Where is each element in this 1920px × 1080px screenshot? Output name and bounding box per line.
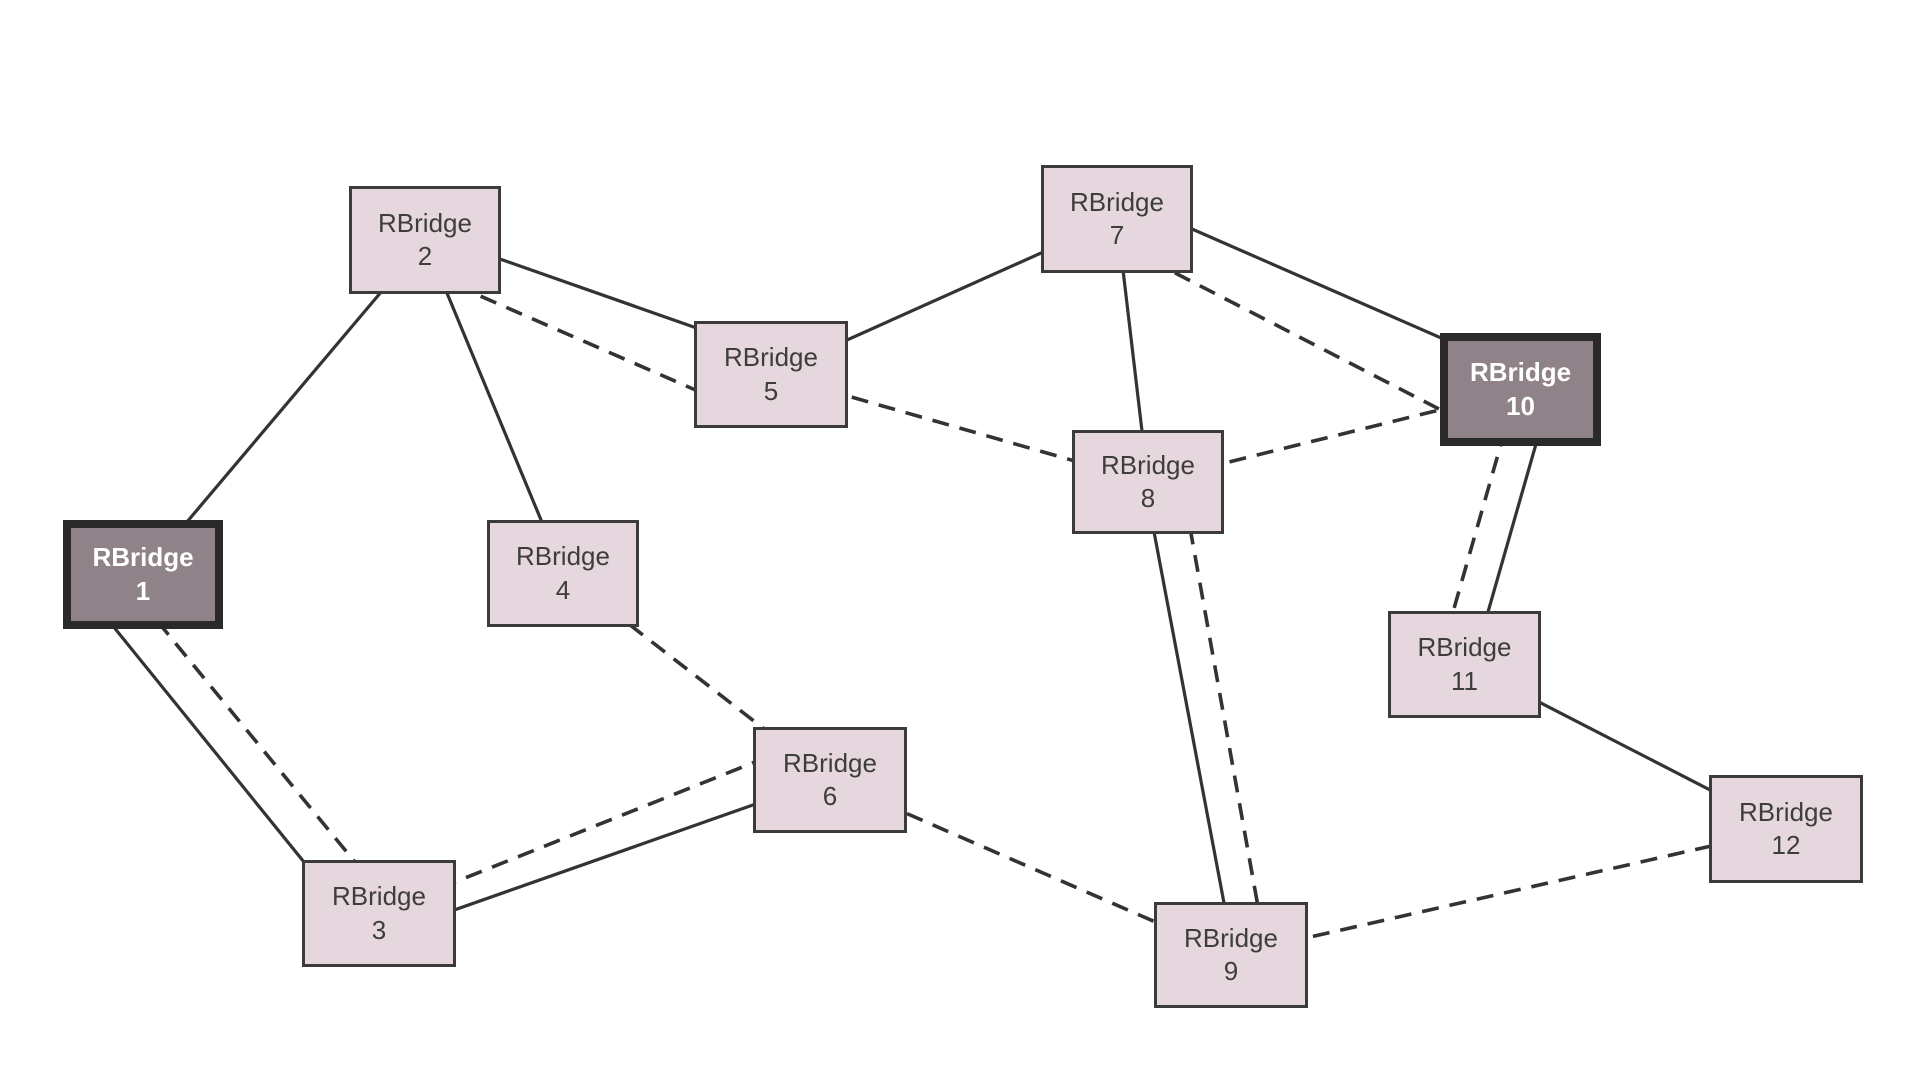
node-label: RBridge xyxy=(1184,922,1278,953)
node-rbridge-12: RBridge 12 xyxy=(1709,775,1863,883)
node-rbridge-5: RBridge 5 xyxy=(694,321,848,428)
link-rbridge-1-rbridge-3-solid xyxy=(98,608,327,890)
node-rbridge-10: RBridge 10 xyxy=(1440,333,1601,446)
link-rbridge-8-rbridge-9-dashed xyxy=(1183,499,1266,941)
node-number: 10 xyxy=(1506,390,1535,421)
link-rbridge-3-rbridge-6-dashed xyxy=(439,746,791,890)
node-number: 3 xyxy=(371,914,387,945)
link-rbridge-2-rbridge-4-solid xyxy=(423,239,565,574)
link-rbridge-1-rbridge-3-dashed xyxy=(138,598,370,880)
node-rbridge-6: RBridge 6 xyxy=(753,727,907,833)
link-rbridge-7-rbridge-10-dashed xyxy=(1149,258,1471,427)
node-number: 1 xyxy=(135,575,151,606)
node-number: 7 xyxy=(1109,220,1125,250)
node-rbridge-8: RBridge 8 xyxy=(1072,430,1224,534)
node-label: RBridge xyxy=(1469,357,1572,388)
link-rbridge-8-rbridge-9-solid xyxy=(1146,499,1233,941)
node-rbridge-7: RBridge 7 xyxy=(1041,165,1193,273)
node-label: RBridge xyxy=(783,747,877,778)
node-label: RBridge xyxy=(1739,796,1833,827)
node-number: 6 xyxy=(822,781,838,811)
node-label: RBridge xyxy=(516,541,610,572)
node-number: 11 xyxy=(1451,665,1478,696)
node-rbridge-2: RBridge 2 xyxy=(349,186,501,294)
node-rbridge-1: RBridge 1 xyxy=(63,520,223,629)
link-rbridge-3-rbridge-6-solid xyxy=(439,790,791,917)
node-label: RBridge xyxy=(1101,449,1195,480)
node-label: RBridge xyxy=(1070,186,1164,217)
node-label: RBridge xyxy=(1417,632,1512,663)
node-rbridge-9: RBridge 9 xyxy=(1154,902,1308,1008)
node-rbridge-11: RBridge 11 xyxy=(1388,611,1541,718)
node-rbridge-3: RBridge 3 xyxy=(302,860,456,967)
link-rbridge-10-rbridge-11-dashed xyxy=(1443,429,1507,641)
link-rbridge-7-rbridge-10-solid xyxy=(1159,213,1481,357)
link-rbridge-9-rbridge-12-dashed xyxy=(1230,827,1787,957)
node-label: RBridge xyxy=(332,881,426,912)
node-number: 8 xyxy=(1140,483,1156,513)
node-label: RBridge xyxy=(92,542,194,573)
node-number: 9 xyxy=(1223,956,1239,986)
node-rbridge-4: RBridge 4 xyxy=(487,520,639,627)
node-number: 4 xyxy=(555,574,571,605)
link-rbridge-2-rbridge-5-dashed xyxy=(454,283,701,394)
node-label: RBridge xyxy=(378,207,472,238)
node-label: RBridge xyxy=(724,342,818,373)
node-number: 12 xyxy=(1771,830,1801,860)
link-rbridge-1-rbridge-2-solid xyxy=(141,238,427,576)
node-number: 2 xyxy=(417,241,433,271)
link-rbridge-10-rbridge-11-solid xyxy=(1478,429,1542,641)
node-number: 5 xyxy=(763,375,779,406)
